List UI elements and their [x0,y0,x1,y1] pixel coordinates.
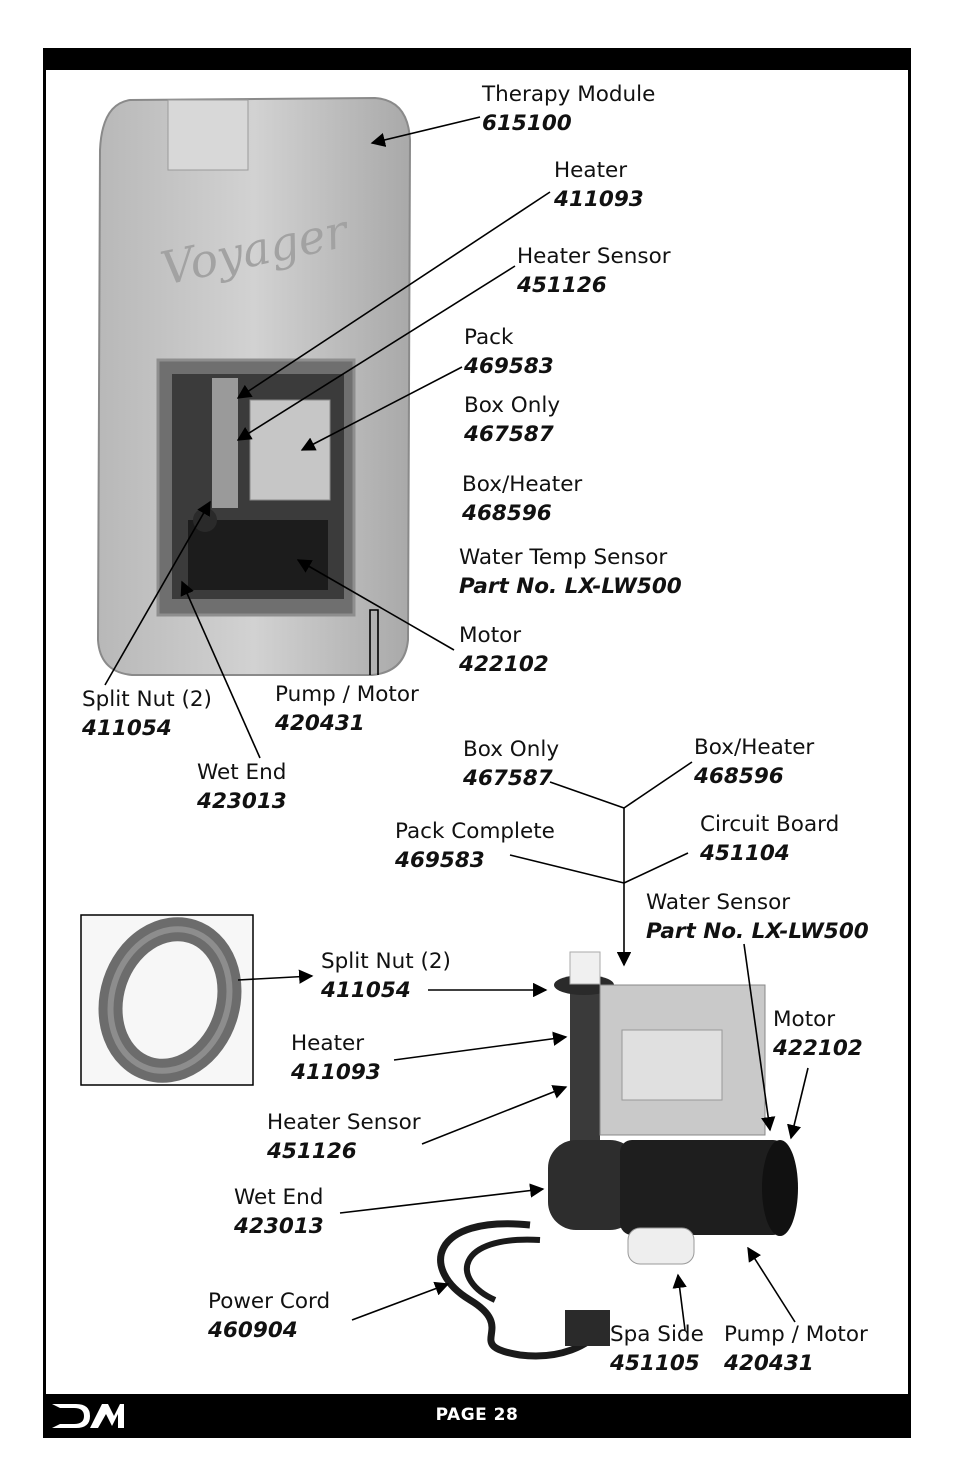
label-box-only-top: Box Only 467587 [464,391,560,449]
label-heater-top: Heater 411093 [554,156,644,214]
label-spa-side: Spa Side 451105 [610,1320,704,1378]
label-pack-top: Pack 469583 [464,323,554,381]
label-part-number: 467587 [464,422,554,447]
label-box-heater-top: Box/Heater 468596 [462,470,582,528]
label-part-number: 469583 [464,354,554,379]
label-part-number: 451105 [610,1351,700,1376]
label-name: Pump / Motor [275,682,419,707]
label-part-number: Part No. LX-LW500 [459,574,682,599]
label-name: Therapy Module [482,82,656,107]
label-name: Pump / Motor [724,1322,868,1347]
leader-lines-bottom [237,761,809,1331]
label-name: Power Cord [208,1289,331,1314]
label-wet-end-top: Wet End 423013 [197,758,287,816]
label-name: Water Temp Sensor [459,545,668,570]
label-name: Heater Sensor [517,244,671,269]
label-name: Wet End [234,1185,324,1210]
label-motor-bottom: Motor 422102 [773,1005,863,1063]
label-name: Heater Sensor [267,1110,421,1135]
label-part-number: 615100 [482,111,572,136]
label-part-number: 451126 [267,1139,357,1164]
label-split-nut-bottom: Split Nut (2) 411054 [321,947,451,1005]
label-part-number: 411054 [321,978,411,1003]
label-name: Box/Heater [462,472,583,497]
label-heater-sensor-top: Heater Sensor 451126 [517,242,671,300]
label-part-number: 420431 [275,711,365,736]
label-box-heater-bottom: Box/Heater 468596 [694,733,814,791]
label-name: Box Only [464,393,561,418]
label-pump-motor-bottom: Pump / Motor 420431 [724,1320,868,1378]
label-motor-top: Motor 422102 [459,621,549,679]
label-name: Motor [773,1007,836,1032]
label-name: Split Nut (2) [321,949,451,974]
label-name: Circuit Board [700,812,840,837]
label-name: Spa Side [610,1322,704,1347]
label-part-number: 451126 [517,273,607,298]
label-name: Heater [554,158,628,183]
label-name: Box Only [463,737,560,762]
label-name: Pack [464,325,514,350]
label-part-number: 423013 [234,1214,324,1239]
label-name: Heater [291,1031,365,1056]
label-part-number: 422102 [459,652,549,677]
label-wet-end-bottom: Wet End 423013 [234,1183,324,1241]
label-split-nut-top: Split Nut (2) 411054 [82,685,212,743]
leader-lines-top [104,116,551,759]
label-part-number: 411093 [291,1060,381,1085]
split-nut-image [80,914,254,1086]
label-part-number: 420431 [724,1351,814,1376]
label-power-cord: Power Cord 460904 [208,1287,330,1345]
label-part-number: 460904 [208,1318,298,1343]
dm-logo-icon [52,1404,124,1428]
label-circuit-board: Circuit Board 451104 [700,810,839,868]
label-name: Box/Heater [694,735,815,760]
label-part-number: 469583 [395,848,485,873]
label-name: Wet End [197,760,287,785]
label-pump-motor-top: Pump / Motor 420431 [275,680,419,738]
label-heater-sensor-bottom: Heater Sensor 451126 [267,1108,421,1166]
label-water-sensor: Water Sensor Part No. LX-LW500 [646,888,869,946]
label-part-number: 467587 [463,766,553,791]
pack-assembly-image [437,951,798,1360]
label-name: Water Sensor [646,890,791,915]
label-therapy-module: Therapy Module 615100 [482,80,655,138]
label-name: Split Nut (2) [82,687,212,712]
label-part-number: 451104 [700,841,790,866]
label-part-number: 411093 [554,187,644,212]
label-part-number: 423013 [197,789,287,814]
label-heater-bottom: Heater 411093 [291,1029,381,1087]
label-part-number: 422102 [773,1036,863,1061]
label-part-number: 411054 [82,716,172,741]
page-number: PAGE 28 [435,1405,519,1425]
label-name: Motor [459,623,522,648]
label-part-number: 468596 [694,764,784,789]
label-water-temp-sensor: Water Temp Sensor Part No. LX-LW500 [459,543,682,601]
label-pack-complete: Pack Complete 469583 [395,817,555,875]
label-name: Pack Complete [395,819,555,844]
label-box-only-bottom: Box Only 467587 [463,735,559,793]
label-part-number: 468596 [462,501,552,526]
label-part-number: Part No. LX-LW500 [646,919,869,944]
